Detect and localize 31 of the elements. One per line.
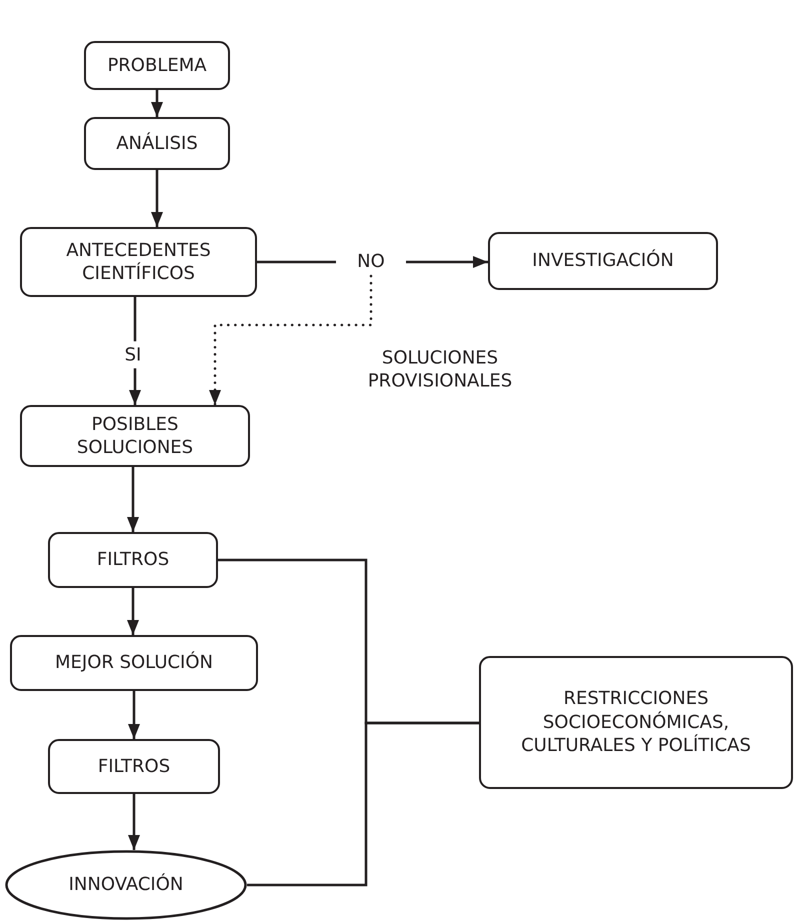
connector-line: [257, 260, 336, 264]
node-text: POSIBLES SOLUCIONES: [76, 412, 194, 460]
process-box: [20, 405, 250, 467]
process-box: [84, 117, 230, 170]
process-box: [479, 656, 793, 789]
node-text: INNOVACIÓN: [68, 873, 184, 897]
connector-line: [247, 722, 479, 886]
process-box: [48, 532, 218, 588]
process-box: [84, 41, 230, 90]
node-text: INVESTIGACIÓN: [532, 249, 674, 273]
process-box: [48, 739, 220, 794]
node-text: RESTRICCIONES SOCIOECONÓMICAS, CULTURALES Y POLÍTICAS: [520, 687, 752, 758]
node-text: MEJOR SOLUCIÓN: [54, 651, 214, 675]
process-box: [10, 635, 258, 691]
arrow: [127, 588, 139, 635]
node-text: PROBLEMA: [107, 54, 207, 78]
arrow: [151, 170, 163, 227]
arrow: [127, 467, 139, 532]
node-text: FILTROS: [98, 754, 170, 778]
arrow: [128, 794, 140, 850]
node-text: ANÁLISIS: [116, 132, 198, 156]
arrow: [128, 691, 140, 739]
arrow: [406, 256, 488, 268]
arrow: [151, 90, 163, 117]
dotted-arrow: [209, 274, 372, 406]
terminal-ellipse: [5, 850, 247, 920]
process-box: [20, 227, 257, 297]
process-box: [488, 232, 718, 290]
node-text: ANTECEDENTES CIENTÍFICOS: [65, 238, 212, 286]
branch-label: NO: [336, 248, 406, 276]
node-text: FILTROS: [96, 548, 170, 572]
